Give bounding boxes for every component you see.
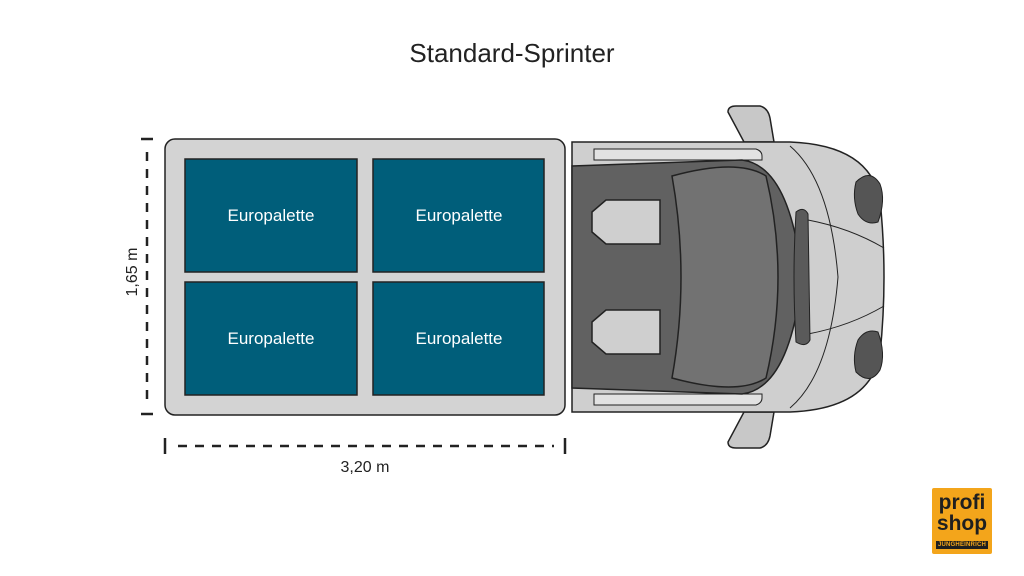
- seat-left: [591, 199, 661, 245]
- hood-crease-top: [807, 219, 885, 249]
- width-dimension: 1,65 m: [124, 137, 153, 416]
- pallet-4-label: Europalette: [416, 329, 503, 348]
- vehicle-cab: [571, 105, 885, 449]
- pallet-4-box: [372, 281, 545, 396]
- headlight-bottom: [853, 330, 884, 379]
- right-mirror: [727, 411, 775, 449]
- headlight-top: [853, 175, 884, 224]
- seat-right: [591, 309, 661, 355]
- logo-line-1: profi: [938, 491, 986, 514]
- profishop-logo: profi shop JUNGHEINRICH: [932, 488, 992, 554]
- cab-side-strip-top: [593, 148, 763, 161]
- pallet-1-box: [184, 158, 358, 273]
- logo-line-2: shop: [936, 512, 988, 535]
- wiper-bar: [793, 208, 811, 346]
- pallet-3-box: [184, 281, 358, 396]
- cab-side-strip-bottom: [593, 393, 763, 406]
- logo-line-3: JUNGHEINRICH: [936, 541, 988, 549]
- length-dimension: 3,20 m: [163, 438, 567, 476]
- pallet-3: Europalette: [184, 281, 358, 396]
- windshield: [671, 166, 779, 388]
- pallet-1: Europalette: [184, 158, 358, 273]
- pallet-2-label: Europalette: [416, 206, 503, 225]
- hood-edge: [789, 145, 839, 409]
- pallet-1-label: Europalette: [228, 206, 315, 225]
- left-mirror: [727, 105, 775, 143]
- pallet-2: Europalette: [372, 158, 545, 273]
- length-dimension-label: 3,20 m: [341, 459, 390, 476]
- width-dimension-label: 1,65 m: [124, 248, 141, 297]
- pallet-4: Europalette: [372, 281, 545, 396]
- pallet-2-box: [372, 158, 545, 273]
- hood-crease-bottom: [807, 305, 885, 335]
- pallet-3-label: Europalette: [228, 329, 315, 348]
- page-title: Standard-Sprinter: [409, 38, 615, 68]
